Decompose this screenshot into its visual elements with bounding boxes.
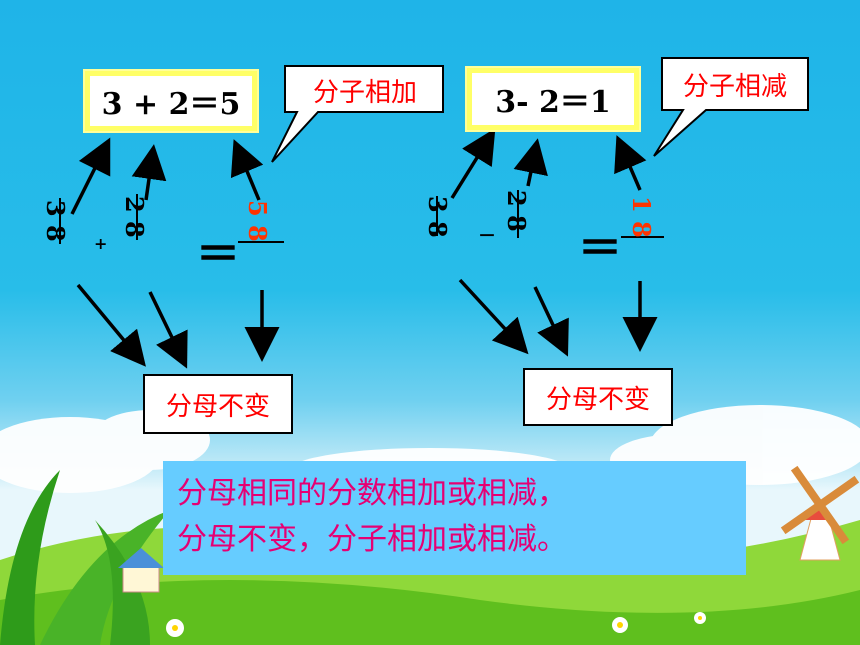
left-callout-bubble <box>271 65 444 163</box>
left-equation-box: 3 + 2＝5 <box>83 69 259 133</box>
right-fraction-b: 2 8 <box>502 190 531 232</box>
arrow-right-b-down <box>533 286 569 357</box>
summary-line-2: 分母不变，分子相加或相减。 <box>177 522 567 557</box>
right-equals-sign: ＝ <box>578 223 622 274</box>
arrow-left-a-up <box>70 137 111 215</box>
right-fraction-result: 1 8 <box>627 196 656 238</box>
left-fraction-result: 5 8 <box>243 200 272 242</box>
right-denominator-unchanged-box: 分母不变 <box>523 368 673 426</box>
arrow-right-b-up <box>513 138 548 187</box>
left-fraction-b: 2 8 <box>120 196 149 238</box>
left-equation: 3 + 2＝5 <box>101 87 241 122</box>
right-minus-sign: － <box>478 226 496 247</box>
right-callout-label: 分子相减 <box>682 71 787 102</box>
arrow-right-a-down <box>458 278 529 355</box>
left-plus-sign: + <box>94 234 108 253</box>
left-equals-sign: ＝ <box>196 229 240 280</box>
summary-line-1: 分母相同的分数相加或相减， <box>177 476 567 511</box>
arrow-left-b-down <box>148 291 188 369</box>
arrow-left-result-up <box>230 139 264 201</box>
house-illustration <box>118 548 164 593</box>
arrow-left-a-down <box>76 283 146 367</box>
arrow-right-result-up <box>614 135 647 191</box>
flowers <box>166 612 706 637</box>
left-fraction-a: 3 8 <box>41 200 70 242</box>
right-callout-bubble <box>653 57 809 157</box>
left-denominator-unchanged-box: 分母不变 <box>143 374 293 434</box>
right-equation: 3- 2＝1 <box>495 85 611 120</box>
summary-box: 分母相同的分数相加或相减， 分母不变，分子相加或相减。 <box>163 461 746 575</box>
front-hill <box>0 580 860 645</box>
right-equation-box: 3- 2＝1 <box>465 66 641 132</box>
arrow-right-a-up <box>450 128 496 199</box>
arrow-left-b-up <box>131 144 167 201</box>
windmill-illustration <box>780 465 860 561</box>
right-fraction-a: 3 8 <box>423 196 452 238</box>
left-callout-label: 分子相加 <box>312 77 417 108</box>
